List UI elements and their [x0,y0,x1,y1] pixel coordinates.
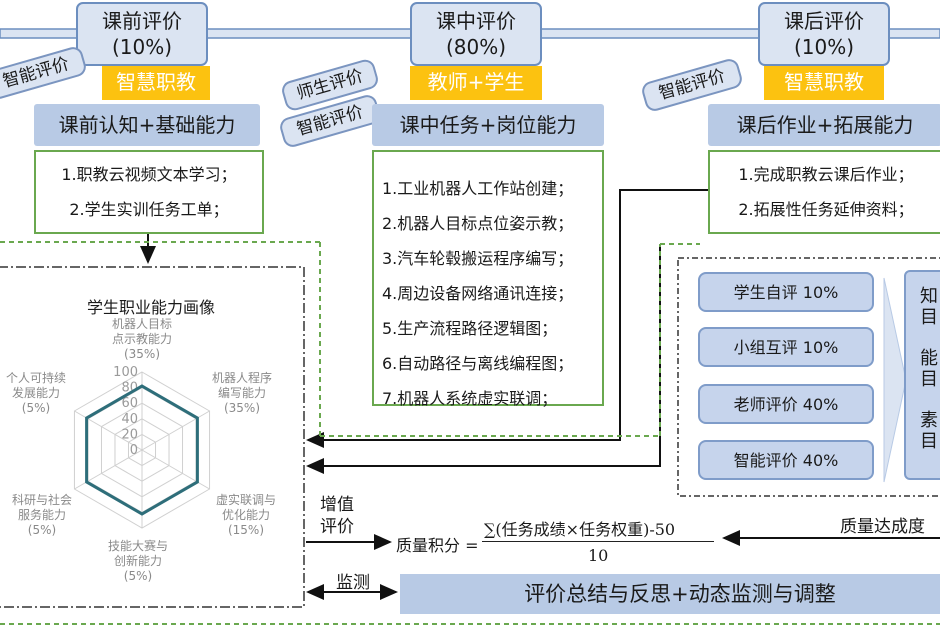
post-heading: 课后作业+拓展能力 [708,104,940,146]
mid-task-item: 7.机器人系统虚实联调； [382,389,558,408]
formula-numerator: ∑(任务成绩×任务权重)-50 [484,520,676,539]
post-task-box: 1.完成职教云课后作业； 2.拓展性任务延伸资料； [708,150,940,234]
radar-axis-label-line: 创新能力 [114,553,162,568]
post-stage-card: 课后评价 (10%) [758,2,890,66]
intelligent-eval-button: 智能评价 40% [698,440,874,480]
mid-heading: 课中任务+岗位能力 [372,104,604,146]
mid-stage-title: 课中评价 [436,9,516,33]
value-added-eval-label: 增值 评价 [320,494,354,538]
group-peer-eval-button: 小组互评 10% [698,327,874,367]
goal-text: 目 [920,369,938,390]
radar-tick-label: 40 [121,412,138,427]
radar-axis-label-line: (5%) [22,401,50,415]
goal-text: 知 [920,286,938,307]
teacher-eval-button: 老师评价 40% [698,384,874,424]
pre-task-item: 1.职教云视频文本学习； [61,165,237,184]
pre-stage-percent: (10%) [111,35,173,59]
post-task-item: 2.拓展性任务延伸资料； [738,200,914,219]
radar-axis-label-line: 服务能力 [18,507,66,522]
portrait-title: 学生职业能力画像 [86,298,215,317]
radar-axis-label-line: 编写能力 [218,385,266,400]
radar-tick-label: 20 [121,427,138,442]
radar-axis-label-line: (5%) [124,569,152,583]
radar-axis-label-line: 发展能力 [12,385,60,400]
pre-stage-card: 课前评价 (10%) [76,2,208,66]
radar-tick-label: 60 [121,396,138,411]
quality-reach-label: 质量达成度 [840,517,925,537]
radar-axis-label-line: 优化能力 [222,508,270,522]
post-stage-percent: (10%) [793,35,855,59]
goals-box: 知 目 能 目 素 目 [904,270,940,480]
radar-axis-label-line: 虚实联调与 [216,492,276,507]
radar-axis-label-line: (5%) [28,523,56,537]
mid-task-item: 3.汽车轮毂搬运程序编写； [382,249,574,268]
formula-denominator: 10 [588,546,609,565]
radar-tick-label: 100 [113,365,138,380]
mid-task-item: 6.自动路径与离线编程图； [382,354,574,373]
radar-axis-label-line: (35%) [224,401,260,415]
radar-axis-label: 机器人程序编写能力(35%) [212,370,272,415]
goal-text: 目 [920,307,938,328]
post-stage-title: 课后评价 [784,9,864,33]
radar-axis-label-line: 个人可持续 [6,370,66,385]
radar-tick-label: 0 [130,443,138,458]
ability-radar-chart: 100806040200机器人目标点示教能力(35%)机器人程序编写能力(35%… [6,318,276,583]
radar-axis-label: 技能大赛与创新能力(5%) [108,538,168,583]
monitor-label: 监测 [336,573,370,593]
radar-axis-label: 机器人目标点示教能力(35%) [112,318,172,361]
mid-task-box: 1.工业机器人工作站创建； 2.机器人目标点位姿示教； 3.汽车轮毂搬运程序编写… [372,150,604,408]
mid-stage-percent: (80%) [445,35,507,59]
summary-reflection-bar: 评价总结与反思+动态监测与调整 [400,574,940,614]
radar-axis-label-line: 科研与社会 [12,492,72,507]
radar-axis-label-line: (15%) [228,523,264,537]
radar-axis-label-line: 点示教能力 [112,331,172,346]
radar-axis-line [141,410,210,451]
mid-task-item: 1.工业机器人工作站创建； [382,179,574,198]
radar-axis-label: 个人可持续发展能力(5%) [6,370,66,415]
mid-stage-card: 课中评价 (80%) [410,2,542,66]
pre-stage-title: 课前评价 [102,9,182,33]
pre-task-item: 2.学生实训任务工单； [69,200,229,219]
radar-axis-label: 科研与社会服务能力(5%) [12,492,72,537]
student-self-eval-button: 学生自评 10% [698,272,874,312]
radar-axis-line [141,449,210,490]
radar-axis-label-line: (35%) [124,347,160,361]
value-added-line: 评价 [320,517,354,537]
post-provider-badge: 智慧职教 [764,66,884,100]
pre-heading: 课前认知+基础能力 [34,104,260,146]
pre-task-box: 1.职教云视频文本学习； 2.学生实训任务工单； [34,150,264,234]
radar-data-series [85,384,199,516]
mid-task-item: 4.周边设备网络通讯连接； [382,284,574,303]
value-added-line: 增值 [320,495,354,515]
radar-axis-label-line: 机器人目标 [112,318,172,331]
post-flow-arrow [306,189,708,448]
formula-lhs: 质量积分 = [396,536,479,555]
radar-axis-label-line: 技能大赛与 [108,538,168,553]
mid-task-item: 2.机器人目标点位姿示教； [382,214,574,233]
goal-text: 素 [920,410,938,431]
pre-provider-badge: 智慧职教 [102,66,210,100]
goal-text: 目 [920,431,938,452]
goal-text: 能 [920,348,938,369]
radar-axis-label: 虚实联调与优化能力(15%) [216,492,276,537]
fraction-bar [482,541,714,542]
mid-task-item: 5.生产流程路径逻辑图； [382,319,558,338]
mid-provider-badge: 教师+学生 [410,66,542,100]
post-task-item: 1.完成职教云课后作业； [738,165,914,184]
radar-axis-label-line: 机器人程序 [212,370,272,385]
